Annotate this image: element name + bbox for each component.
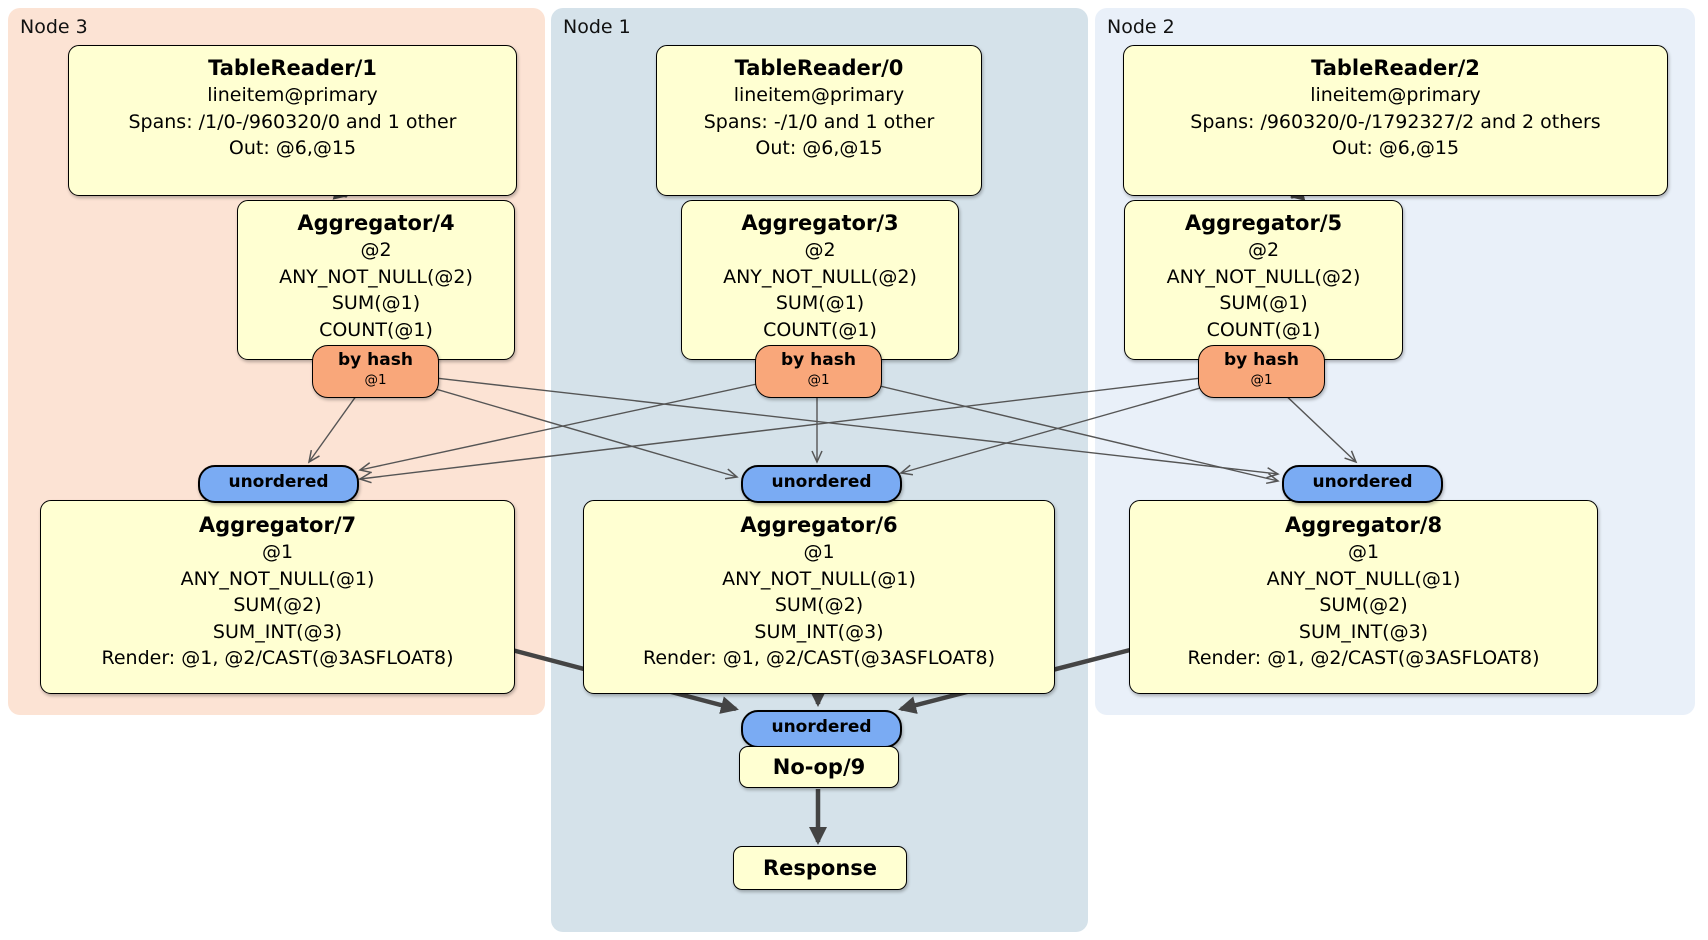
processor-detail: SUM_INT(@3) <box>754 620 884 643</box>
router-detail: @1 <box>807 372 830 388</box>
processor-detail: ANY_NOT_NULL(@2) <box>1166 265 1361 288</box>
edge-hash5-unordered-left <box>358 370 1261 484</box>
node-region-2-label: Node 2 <box>1107 16 1175 38</box>
processor-aggregator-4: Aggregator/4 @2 ANY_NOT_NULL(@2) SUM(@1)… <box>237 200 515 360</box>
processor-detail: lineitem@primary <box>733 84 905 106</box>
processor-detail: @1 <box>261 541 294 563</box>
processor-detail: SUM(@1) <box>775 292 865 314</box>
processor-detail: @2 <box>804 239 836 261</box>
processor-detail: SUM(@1) <box>331 292 421 314</box>
processor-detail: SUM(@2) <box>1319 594 1408 616</box>
router-by-hash-3: by hash @1 <box>755 345 882 398</box>
processor-tablereader-2: TableReader/2 lineitem@primary Spans: /9… <box>1123 45 1668 196</box>
processor-detail: COUNT(@1) <box>1206 318 1321 341</box>
processor-title: Aggregator/3 <box>741 211 899 235</box>
processor-detail: ANY_NOT_NULL(@1) <box>1266 567 1461 590</box>
sync-unordered-final: unordered <box>741 710 902 748</box>
processor-detail: SUM_INT(@3) <box>1298 620 1429 643</box>
processor-tablereader-0: TableReader/0 lineitem@primary Spans: -/… <box>656 45 982 196</box>
sync-unordered-left: unordered <box>198 465 359 503</box>
processor-detail: COUNT(@1) <box>763 318 877 341</box>
node-region-1-label: Node 1 <box>563 16 631 38</box>
processor-tablereader-1: TableReader/1 lineitem@primary Spans: /1… <box>68 45 517 196</box>
router-by-hash-4: by hash @1 <box>312 345 439 398</box>
processor-title: TableReader/2 <box>1311 56 1480 80</box>
processor-title: Aggregator/5 <box>1184 211 1343 235</box>
processor-detail: @2 <box>360 239 392 261</box>
processor-detail: SUM(@1) <box>1219 292 1308 314</box>
processor-detail: Out: @6,@15 <box>1331 137 1460 159</box>
router-detail: @1 <box>1250 372 1273 388</box>
processor-aggregator-5: Aggregator/5 @2 ANY_NOT_NULL(@2) SUM(@1)… <box>1124 200 1403 360</box>
router-detail: @1 <box>364 372 387 388</box>
processor-detail: COUNT(@1) <box>319 318 433 341</box>
response-node: Response <box>733 846 907 890</box>
processor-detail: ANY_NOT_NULL(@1) <box>180 567 375 590</box>
processor-title: Aggregator/8 <box>1284 513 1443 537</box>
processor-detail: lineitem@primary <box>207 84 378 106</box>
router-by-hash-5: by hash @1 <box>1198 345 1325 398</box>
router-label: by hash <box>1224 350 1299 370</box>
processor-aggregator-7: Aggregator/7 @1 ANY_NOT_NULL(@1) SUM(@2)… <box>40 500 515 694</box>
processor-aggregator-6: Aggregator/6 @1 ANY_NOT_NULL(@1) SUM(@2)… <box>583 500 1055 694</box>
processor-detail: @2 <box>1247 239 1280 261</box>
router-label: by hash <box>781 350 856 370</box>
processor-detail: @1 <box>1347 541 1380 563</box>
sync-unordered-right: unordered <box>1282 465 1443 503</box>
processor-detail: SUM(@2) <box>774 594 864 616</box>
edge-hash3-unordered-right <box>816 370 1280 485</box>
processor-detail: Out: @6,@15 <box>228 137 357 159</box>
processor-title: Aggregator/4 <box>297 211 455 235</box>
processor-detail: Out: @6,@15 <box>755 137 883 159</box>
processor-aggregator-3: Aggregator/3 @2 ANY_NOT_NULL(@2) SUM(@1)… <box>681 200 959 360</box>
processor-detail: Spans: /1/0-/960320/0 and 1 other <box>128 110 457 133</box>
processor-detail: Render: @1, @2/CAST(@3ASFLOAT8) <box>101 647 454 669</box>
router-label: by hash <box>338 350 413 370</box>
processor-title: TableReader/1 <box>208 56 377 80</box>
sync-unordered-mid: unordered <box>741 465 902 503</box>
processor-detail: Spans: -/1/0 and 1 other <box>703 110 935 133</box>
processor-detail: Render: @1, @2/CAST(@3ASFLOAT8) <box>643 647 995 669</box>
processor-detail: ANY_NOT_NULL(@2) <box>279 265 473 288</box>
processor-detail: ANY_NOT_NULL(@2) <box>723 265 917 288</box>
edge-hash3-unordered-left <box>358 370 818 474</box>
processor-title: Aggregator/7 <box>198 513 357 537</box>
processor-detail: Spans: /960320/0-/1792327/2 and 2 others <box>1190 110 1601 133</box>
processor-detail: @1 <box>803 541 835 563</box>
processor-title: Aggregator/6 <box>740 513 898 537</box>
processor-detail: SUM_INT(@3) <box>212 620 343 643</box>
node-region-3-label: Node 3 <box>20 16 88 38</box>
processor-aggregator-8: Aggregator/8 @1 ANY_NOT_NULL(@1) SUM(@2)… <box>1129 500 1598 694</box>
processor-detail: lineitem@primary <box>1310 84 1481 106</box>
processor-title: TableReader/0 <box>734 56 904 80</box>
processor-noop-9: No-op/9 <box>739 746 899 788</box>
processor-detail: SUM(@2) <box>233 594 322 616</box>
processor-detail: ANY_NOT_NULL(@1) <box>722 567 916 590</box>
processor-detail: Render: @1, @2/CAST(@3ASFLOAT8) <box>1187 647 1540 669</box>
